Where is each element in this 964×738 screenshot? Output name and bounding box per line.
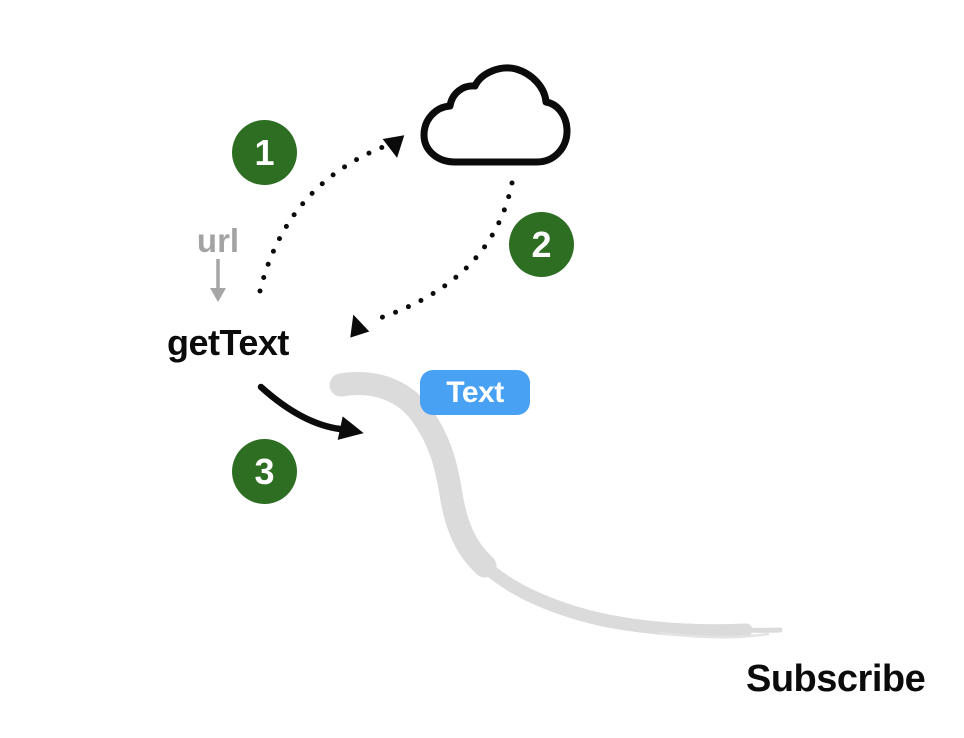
step-number: 1: [254, 131, 275, 173]
request-dotted-arrow-icon: [257, 135, 405, 294]
request-arrowhead: [382, 135, 405, 158]
response-dotted-arrow-icon: [350, 180, 515, 338]
text-value-label: Text: [446, 375, 504, 409]
subscribe-label: Subscribe: [746, 658, 926, 700]
gettext-function-label: getText: [167, 322, 289, 363]
text-value-badge: Text: [420, 370, 530, 415]
response-arrowhead: [350, 314, 370, 338]
cloud-icon: [420, 64, 571, 166]
url-input-arrow-icon: [210, 259, 226, 302]
step-badge-1: 1: [232, 120, 297, 185]
step-number: 3: [254, 450, 275, 492]
step-badge-2: 2: [509, 212, 574, 277]
step-badge-3: 3: [232, 439, 297, 504]
emit-curved-arrow-icon: [257, 383, 364, 440]
stream-swoosh: [329, 372, 783, 639]
step-number: 2: [531, 223, 552, 265]
url-input-label: url: [196, 222, 240, 259]
